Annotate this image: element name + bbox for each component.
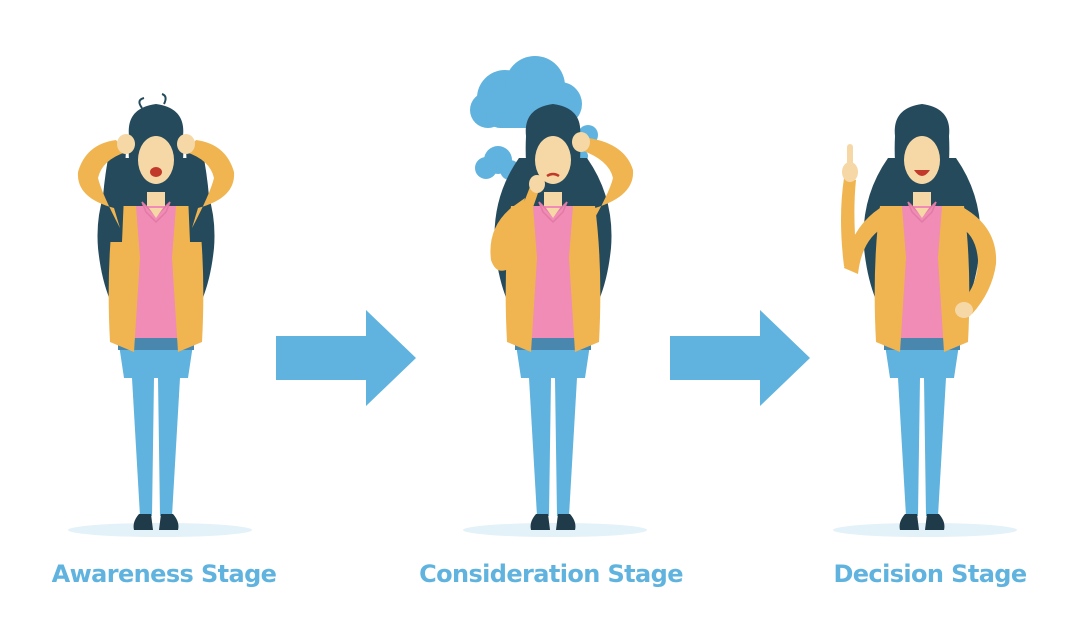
floor-shadow-3 (833, 523, 1017, 537)
stage-3-character (841, 104, 996, 530)
stage-label-decision: Decision Stage (833, 560, 1027, 588)
stage-label-awareness: Awareness Stage (51, 560, 277, 588)
arrow-right-icon (670, 310, 810, 406)
stage-1-character (78, 94, 234, 530)
thought-cloud-icon (470, 56, 598, 180)
arrow-right-icon (276, 310, 416, 406)
floor-shadow-2 (463, 523, 647, 537)
stage-label-consideration: Consideration Stage (419, 560, 683, 588)
